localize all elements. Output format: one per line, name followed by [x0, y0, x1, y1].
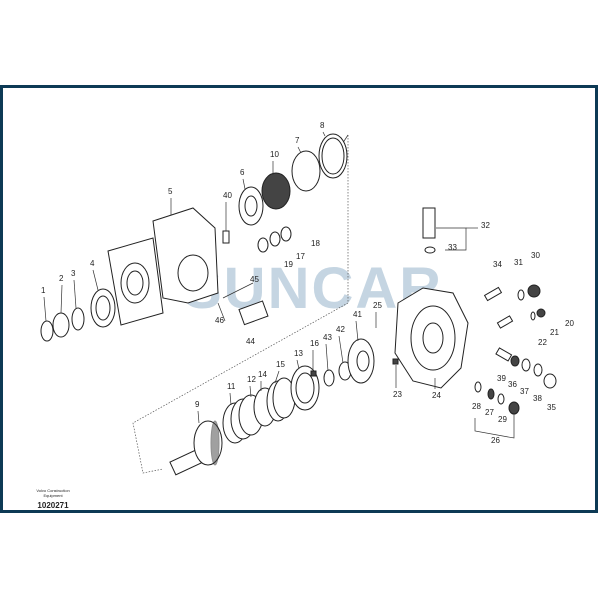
callout-17: 17 — [296, 252, 305, 261]
callout-5: 5 — [168, 187, 173, 196]
callout-14: 14 — [258, 370, 267, 379]
callout-45: 45 — [250, 275, 259, 284]
callout-38: 38 — [533, 394, 542, 403]
figure-number: 1020271 — [37, 501, 69, 510]
callout-31: 31 — [514, 258, 523, 267]
callout-37: 37 — [520, 387, 529, 396]
callout-39: 39 — [497, 374, 506, 383]
diagram-frame: SUNCAR — [0, 85, 598, 513]
callout-22: 22 — [538, 338, 547, 347]
callout-35: 35 — [547, 403, 556, 412]
callout-44: 44 — [246, 337, 255, 346]
callout-20: 20 — [565, 319, 574, 328]
callout-3: 3 — [71, 269, 76, 278]
callout-6: 6 — [240, 168, 245, 177]
callout-12: 12 — [247, 375, 256, 384]
callout-36: 36 — [508, 380, 517, 389]
callout-8: 8 — [320, 121, 325, 130]
callout-1: 1 — [41, 286, 46, 295]
figure-caption: Volvo Construction Equipment 1020271 — [23, 488, 83, 510]
callout-43: 43 — [323, 333, 332, 342]
callout-11: 11 — [227, 382, 236, 391]
callout-19: 19 — [284, 260, 293, 269]
callout-33: 33 — [448, 243, 457, 252]
callout-27: 27 — [485, 408, 494, 417]
callout-24: 24 — [432, 391, 441, 400]
callout-16: 16 — [310, 339, 319, 348]
callout-28: 28 — [472, 402, 481, 411]
callout-18: 18 — [311, 239, 320, 248]
callout-25: 25 — [373, 301, 382, 310]
callout-29: 29 — [498, 415, 507, 424]
callout-4: 4 — [90, 259, 95, 268]
callout-15: 15 — [276, 360, 285, 369]
publisher-line1: Volvo Construction — [36, 488, 70, 493]
callout-41: 41 — [353, 310, 362, 319]
callout-10: 10 — [270, 150, 279, 159]
exploded-parts-drawing: SUNCAR — [40, 131, 557, 476]
callout-2: 2 — [59, 274, 64, 283]
callout-46: 46 — [215, 316, 224, 325]
callout-13: 13 — [294, 349, 303, 358]
callout-30: 30 — [531, 251, 540, 260]
callout-26: 26 — [491, 436, 500, 445]
callout-7: 7 — [295, 136, 300, 145]
callout-32: 32 — [481, 221, 490, 230]
callout-9: 9 — [195, 400, 200, 409]
callout-23: 23 — [393, 390, 402, 399]
callout-40: 40 — [223, 191, 232, 200]
callout-21: 21 — [550, 328, 559, 337]
callout-34: 34 — [493, 260, 502, 269]
callout-42: 42 — [336, 325, 345, 334]
publisher-line2: Equipment — [43, 493, 63, 498]
